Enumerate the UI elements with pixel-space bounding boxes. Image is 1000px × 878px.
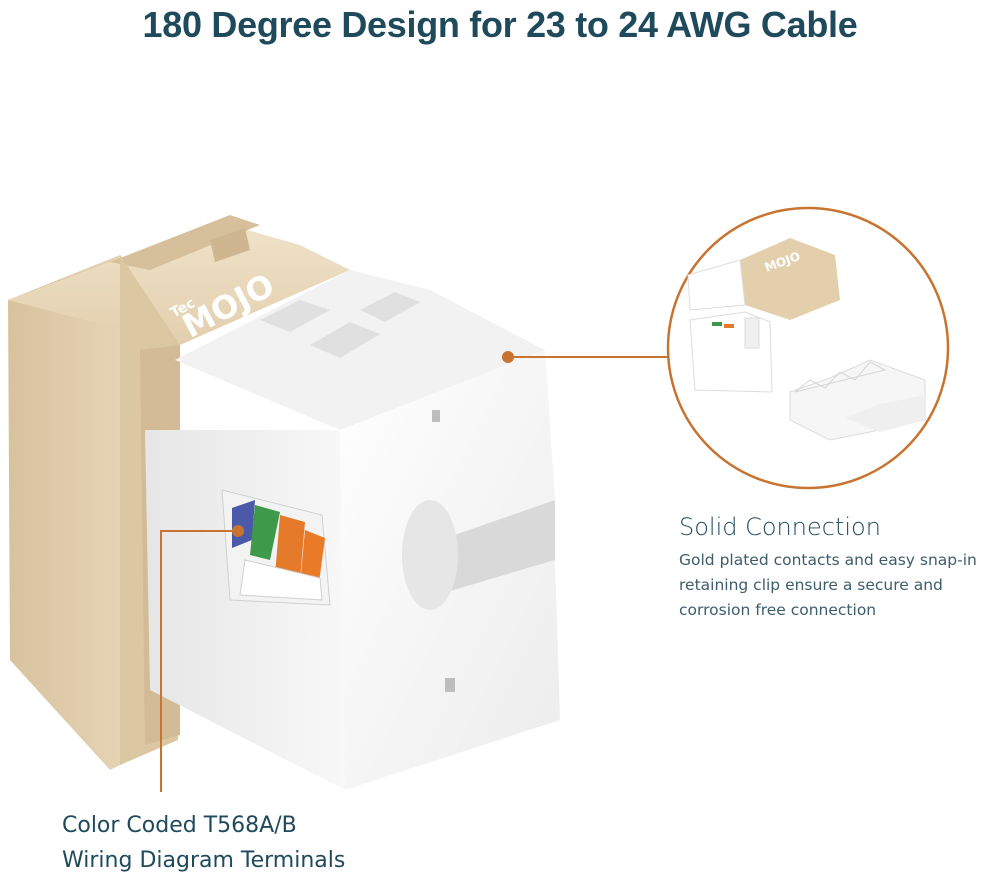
detail-zoom: MOJO — [666, 206, 950, 490]
page-title: 180 Degree Design for 23 to 24 AWG Cable — [142, 4, 858, 45]
jack-white-front — [340, 350, 560, 790]
callout-lines — [160, 351, 668, 792]
color-coded-line-2: Wiring Diagram Terminals — [62, 848, 346, 873]
color-coded-label: Color Coded T568A/B Wiring Diagram Termi… — [62, 808, 345, 878]
solid-connection-description: Gold plated contacts and easy snap-in re… — [679, 551, 977, 619]
solid-connection-title: Solid Connection — [679, 513, 881, 541]
keystone-jack: Tec MOJO — [8, 215, 560, 790]
jack-beige-top — [8, 225, 350, 345]
callout-dot-icon — [502, 351, 514, 363]
color-coded-line-1: Color Coded T568A/B — [62, 813, 297, 838]
jack-white-top — [175, 270, 545, 430]
callout-dot-icon — [232, 525, 244, 537]
